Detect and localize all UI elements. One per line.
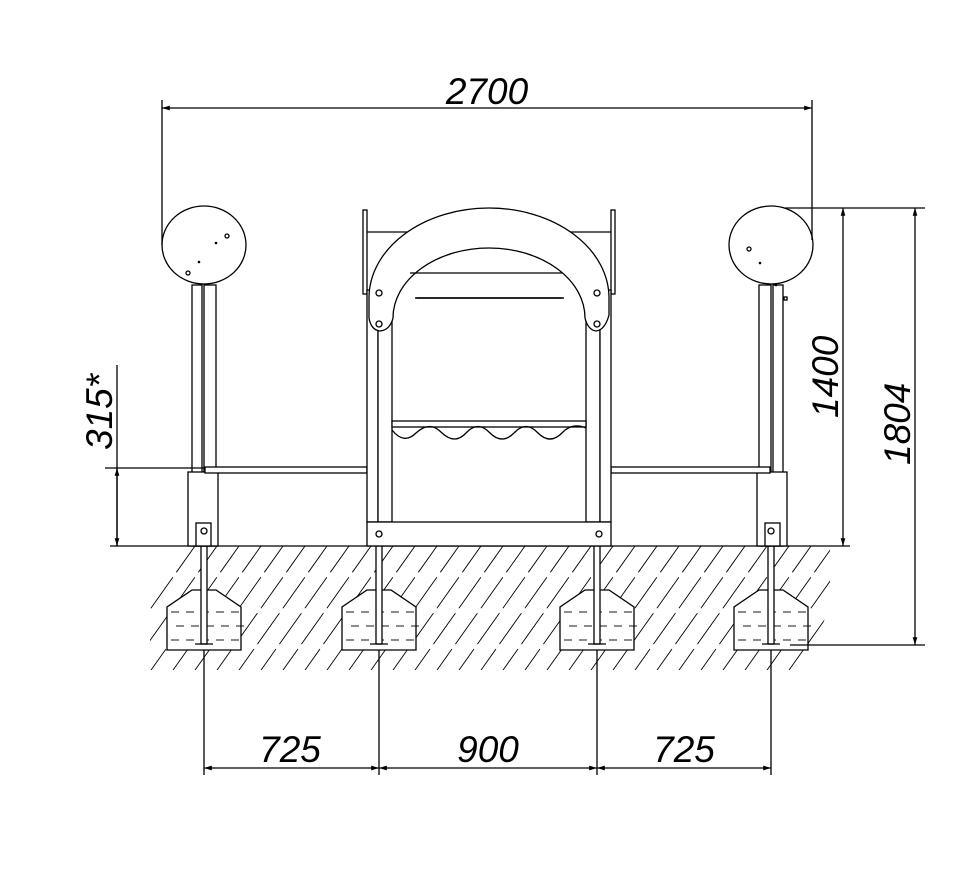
dim-725-left: 725 [259,729,321,770]
dimension-post-spacing: 725 900 725 [203,650,772,775]
footing [341,545,419,651]
dim-1804: 1804 [877,383,918,465]
left-disc [161,205,247,285]
dim-1400: 1400 [805,335,846,418]
dim-315: 315* [79,372,120,450]
central-arch-frame [362,207,616,547]
dimension-overall-width: 2700 [161,71,813,245]
dimension-total-height: 1804 [790,207,925,646]
footing [559,545,637,651]
benches [204,466,771,474]
dimension-frame-height: 1400 [785,207,925,546]
dim-900: 900 [457,729,519,770]
footing [733,545,811,651]
dimension-bench-height: 315* [79,365,205,546]
right-disc [728,205,814,285]
right-post [728,205,814,547]
dim-2700: 2700 [445,71,529,112]
footings [166,545,811,651]
footing [166,545,244,651]
left-post [161,205,247,547]
dim-725-right: 725 [653,729,715,770]
